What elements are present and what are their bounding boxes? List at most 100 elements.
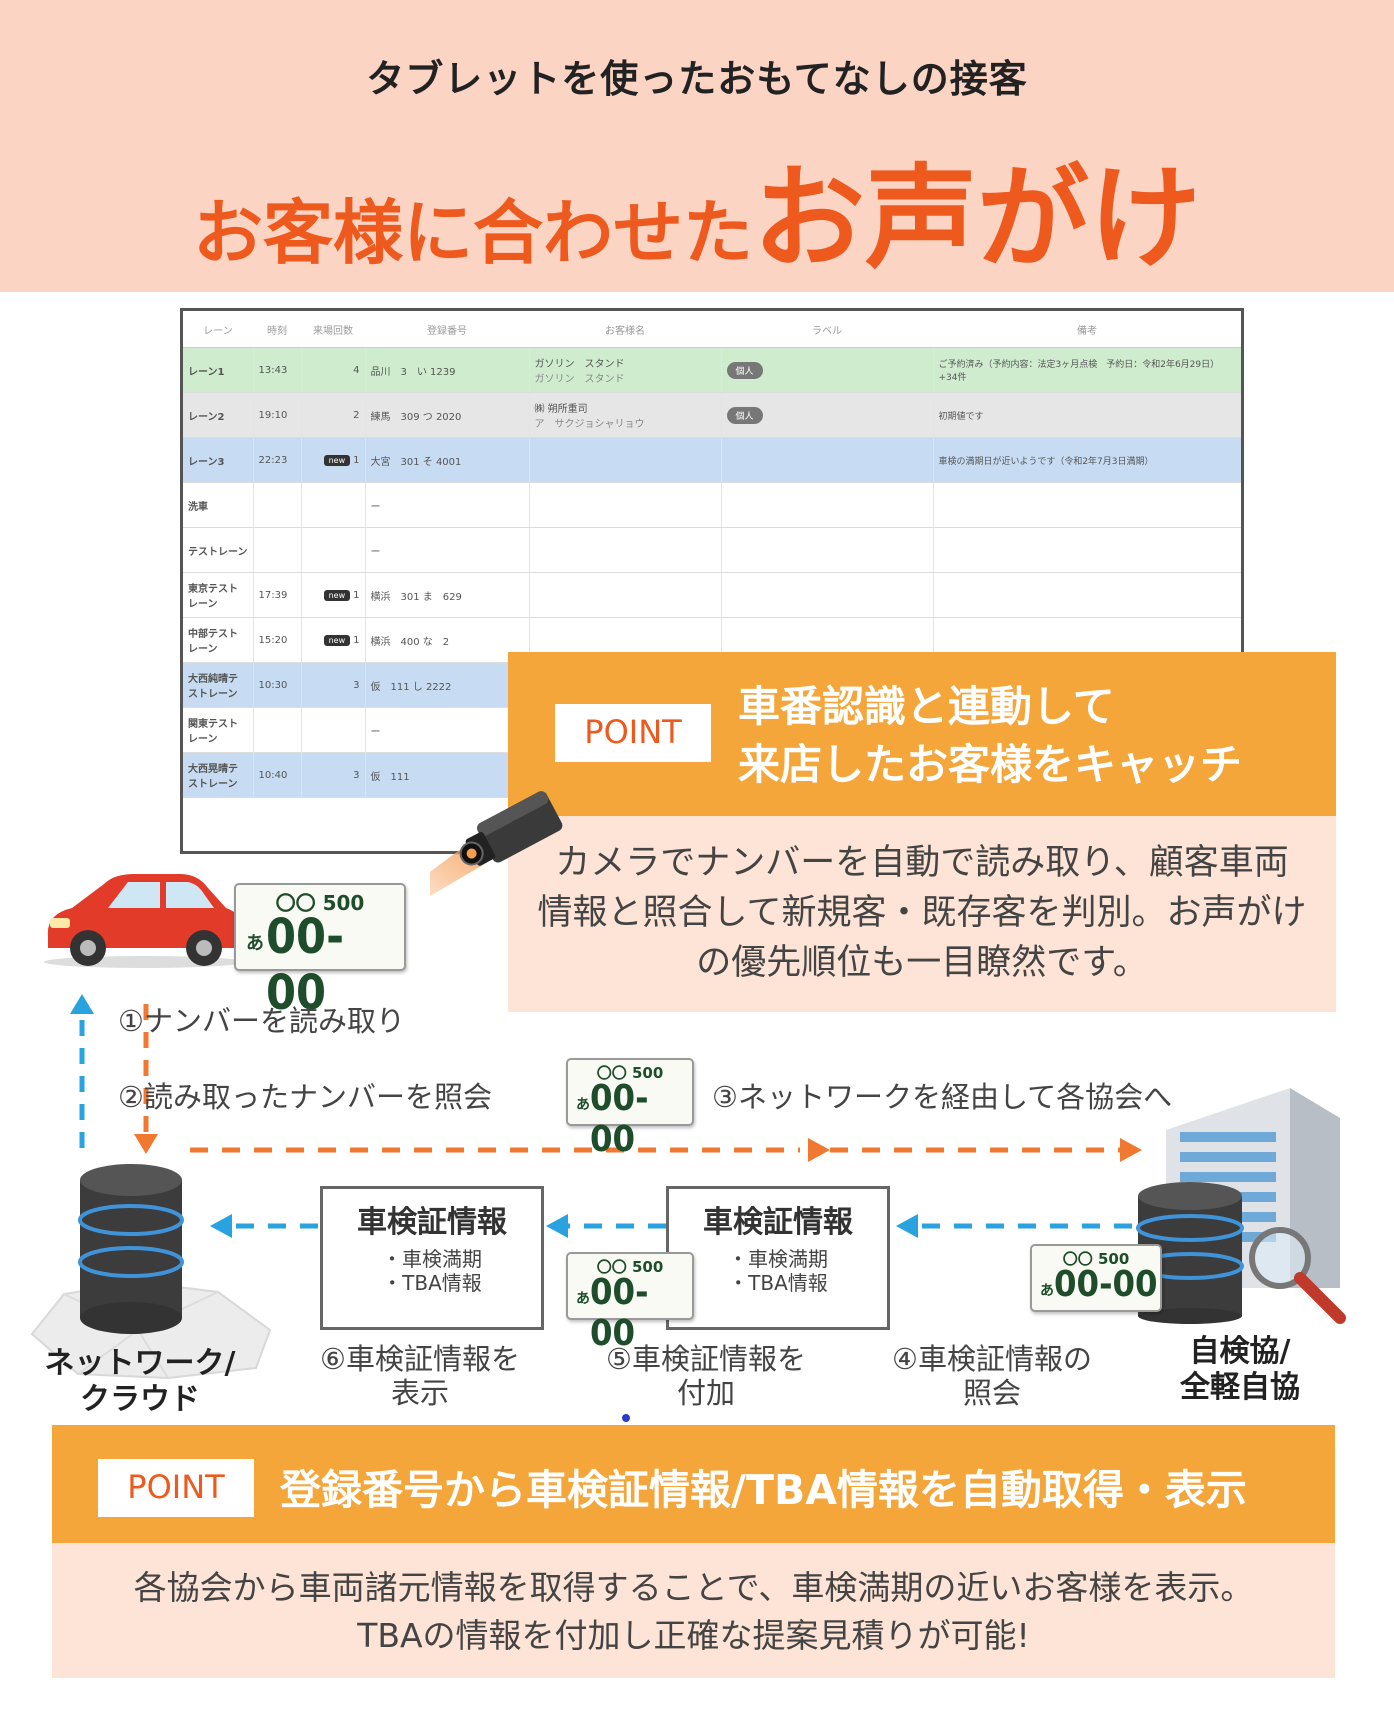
network-line1: ネットワーク/ (44, 1346, 236, 1381)
cell-time (253, 527, 302, 573)
cell-plate: 仮 111 (365, 752, 530, 798)
plate-top-text: 〇〇 500 (596, 1258, 664, 1276)
plate-kana: あ (576, 1097, 590, 1113)
cell-time: 22:23 (253, 437, 302, 483)
label-pill: 個人 (726, 361, 763, 379)
count-text: 1 (353, 454, 360, 466)
cell-count (301, 707, 366, 753)
point1-title-line1: 車番認識と連動して (738, 682, 1115, 731)
cell-plate: 品川 3 い 1239 (365, 347, 530, 393)
plate-kana: あ (246, 933, 264, 954)
cell-plate: 横浜 400 な 2 (365, 617, 530, 663)
step3-label: ③ネットワークを経由して各協会へ (712, 1080, 1173, 1114)
new-chip: new (323, 634, 351, 646)
cell-label: 個人 (721, 392, 934, 438)
point2-label: POINT (98, 1459, 254, 1517)
plate-text: 大宮 301 そ 4001 (370, 456, 462, 468)
point1-description: カメラでナンバーを自動で読み取り、顧客車両 情報と照合して新規客・既存客を判別。… (508, 838, 1336, 988)
lane-name: 大西純晴テストレーン (188, 674, 238, 700)
title-big-text: お声がけ (753, 154, 1201, 284)
cell-note (933, 527, 1241, 573)
point2-header (52, 1425, 1335, 1543)
col-header-count: 来場回数 (301, 311, 365, 348)
cell-plate: ー (365, 707, 530, 753)
plate-kana: あ (1040, 1283, 1054, 1299)
lane-name: 東京テストレーン (188, 584, 238, 610)
plate-text: 横浜 400 な 2 (370, 636, 450, 648)
cell-count: 3 (301, 752, 366, 798)
cell-lane: レーン2 (183, 392, 254, 438)
step5-line2: 付加 (676, 1376, 735, 1410)
step6-label: ⑥車検証情報を 表示 (290, 1342, 550, 1410)
cell-note: ご予約済み（予約内容：法定3ヶ月点検 予約日：令和2年6月29日）+34件 (933, 347, 1241, 393)
plate-number: 00-00 (590, 1078, 649, 1160)
license-plate-small-2: 〇〇 500 あ 00-00 (566, 1252, 694, 1354)
license-plate-small: 〇〇 500 あ 00-00 (566, 1058, 694, 1160)
col-header-note: 備考 (933, 311, 1241, 348)
count-text: 3 (353, 679, 360, 691)
cell-label (721, 437, 934, 483)
doc-lines: ・車検満期 ・TBA情報 (669, 1247, 887, 1295)
step5-line1: ⑤車検証情報を (606, 1342, 806, 1376)
time-text: 15:20 (258, 634, 288, 646)
cell-count (301, 527, 366, 573)
time-text: 19:10 (258, 409, 288, 421)
plate-number: 00-00 (590, 1272, 649, 1354)
note-text: 初期値です (938, 411, 984, 422)
lane-name: レーン2 (188, 411, 225, 423)
customer-name: ガソリン スタンド (534, 359, 625, 370)
cell-name (529, 482, 722, 528)
count-text: 2 (353, 409, 360, 421)
col-header-label: ラベル (721, 311, 933, 348)
network-node-label: ネットワーク/ クラウド (20, 1346, 260, 1418)
cell-label (721, 482, 934, 528)
cell-time (253, 707, 302, 753)
point2-body (52, 1543, 1335, 1678)
cell-time: 19:10 (253, 392, 302, 438)
plate-text: 横浜 301 ま 629 (370, 591, 462, 603)
plate-text: 仮 111 し 2222 (370, 681, 452, 693)
table-row: 洗車ー (183, 482, 1241, 528)
page-title: お客様に合わせたお声がけ (0, 128, 1394, 290)
lane-name: 大西晃晴テストレーン (188, 764, 238, 790)
vehicle-info-card-left: 車検証情報 ・車検満期 ・TBA情報 (320, 1186, 544, 1330)
point1-desc-line3: の優先順位も一目瞭然です。 (696, 943, 1148, 983)
plate-text: 仮 111 (370, 771, 410, 783)
cell-count: 4 (301, 347, 366, 393)
lane-name: レーン1 (188, 366, 225, 378)
cell-plate: 横浜 301 ま 629 (365, 572, 530, 618)
association-building-icon (1136, 1088, 1346, 1324)
association-node-label: 自検協/ 全軽自協 (1130, 1334, 1350, 1406)
cell-plate: 大宮 301 そ 4001 (365, 437, 530, 483)
step5-label: ⑤車検証情報を 付加 (576, 1342, 836, 1410)
cell-note (933, 572, 1241, 618)
point1-title: 車番認識と連動して 来店したお客様をキャッチ (738, 678, 1328, 794)
plate-text: 品川 3 い 1239 (370, 366, 456, 378)
col-header-lane: レーン (183, 311, 253, 348)
cell-name (529, 437, 722, 483)
cell-lane: 洗車 (183, 482, 254, 528)
step4-line2: 照会 (962, 1376, 1021, 1410)
time-text: 17:39 (258, 589, 288, 601)
vehicle-info-card-right: 車検証情報 ・車検満期 ・TBA情報 (666, 1186, 890, 1330)
cell-time: 13:43 (253, 347, 302, 393)
camera-icon (430, 791, 563, 897)
doc-title: 車検証情報 (357, 1205, 507, 1240)
point1-label: POINT (555, 704, 711, 762)
cell-note: 初期値です (933, 392, 1241, 438)
doc-line1: ・車検満期 (382, 1247, 482, 1271)
doc-title: 車検証情報 (703, 1205, 853, 1240)
lane-name: 関東テストレーン (188, 719, 238, 745)
cell-lane: テストレーン (183, 527, 254, 573)
cell-lane: レーン1 (183, 347, 254, 393)
plate-text: 練馬 309 つ 2020 (370, 411, 462, 423)
point1-desc-line1: カメラでナンバーを自動で読み取り、顧客車両 (555, 843, 1289, 883)
point2-desc-line2: TBAの情報を付加し正確な提案見積りが可能! (357, 1616, 1030, 1655)
note-text: ご予約済み（予約内容：法定3ヶ月点検 予約日：令和2年6月29日）+34件 (938, 360, 1220, 383)
new-chip: new (323, 454, 351, 466)
cloud-database-icon (30, 1164, 272, 1380)
